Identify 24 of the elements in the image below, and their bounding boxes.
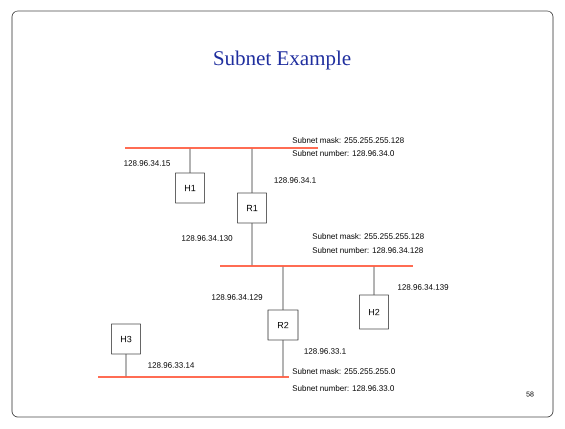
address-label: 128.96.33.1	[302, 347, 348, 355]
device-box: R1	[237, 192, 267, 224]
subnet-info: Subnet mask: 255.255.255.128	[312, 233, 424, 239]
address-label: 128.96.34.15	[122, 159, 172, 167]
address-label: 128.96.34.129	[210, 293, 264, 301]
connector-line	[282, 340, 284, 376]
address-label: 128.96.34.139	[396, 283, 450, 291]
subnet-info: Subnet number: 128.96.34.0	[292, 150, 394, 156]
subnet-info: Subnet number: 128.96.34.128	[312, 247, 423, 253]
device-box: R2	[268, 310, 298, 340]
slide-title: Subnet Example	[214, 50, 350, 70]
subnet-info: Subnet number: 128.96.33.0	[292, 385, 394, 391]
network-line	[98, 376, 289, 378]
device-box: H2	[359, 294, 389, 330]
network-line	[125, 147, 318, 149]
address-label: 128.96.33.14	[146, 361, 196, 369]
subnet-info: Subnet mask: 255.255.255.0	[292, 368, 395, 374]
network-line	[220, 265, 413, 267]
address-label: 128.96.34.1	[272, 176, 318, 184]
device-box: H1	[175, 172, 205, 204]
device-box: H3	[111, 324, 141, 354]
address-label: 128.96.34.130	[180, 234, 234, 242]
subnet-info: Subnet mask: 255.255.255.128	[292, 137, 404, 143]
connector-line	[282, 266, 284, 310]
